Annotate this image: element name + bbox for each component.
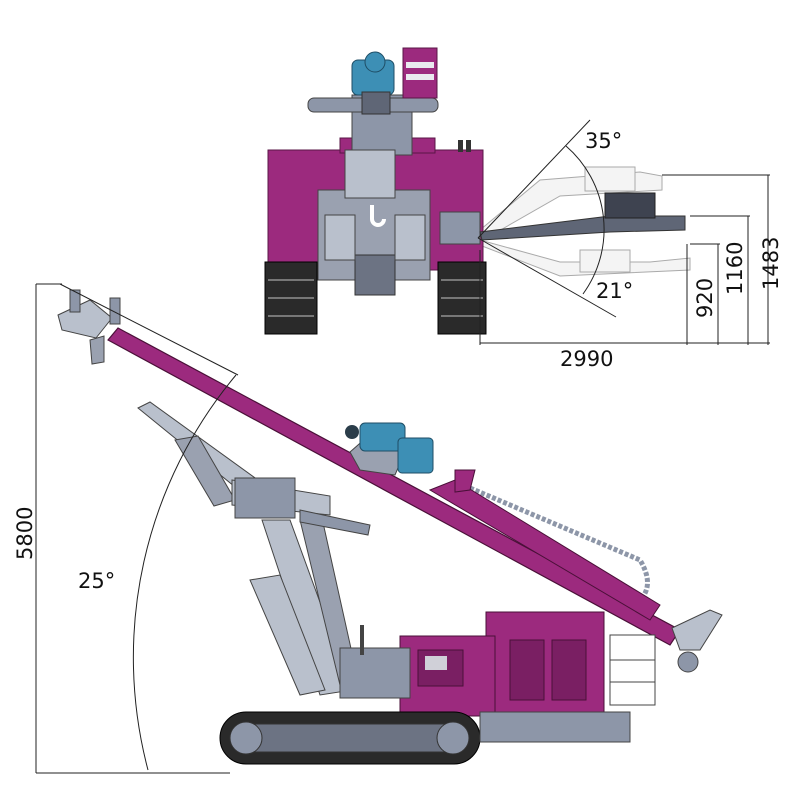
side-boom [137, 401, 371, 696]
label-side-angle: 25° [78, 569, 115, 593]
side-mast-guide [428, 479, 661, 621]
label-front-angle-up: 35° [585, 129, 622, 153]
label-front-height-1483: 1483 [759, 237, 783, 290]
label-front-height-1160: 1160 [723, 242, 747, 295]
label-front-angle-down: 21° [596, 279, 633, 303]
front-dimensions: 35° 21° 2990 920 1160 1483 [477, 119, 783, 371]
side-mast-head [57, 289, 121, 365]
side-mast-foot [671, 609, 723, 673]
side-view [57, 289, 723, 765]
side-body [339, 611, 656, 718]
label-side-height: 5800 [13, 507, 37, 560]
front-view [264, 47, 691, 335]
front-drill-motor [351, 51, 395, 115]
side-mast [107, 327, 681, 646]
side-track [219, 711, 631, 765]
label-front-width: 2990 [560, 347, 613, 371]
label-front-height-920: 920 [693, 278, 717, 318]
ghost-mast-positions [479, 166, 691, 277]
side-drill-motor [345, 422, 434, 476]
side-dimensions: 5800 25° [13, 283, 239, 774]
front-top-box [402, 47, 438, 99]
hook-icon [370, 205, 386, 227]
front-side-bracket [439, 211, 481, 245]
